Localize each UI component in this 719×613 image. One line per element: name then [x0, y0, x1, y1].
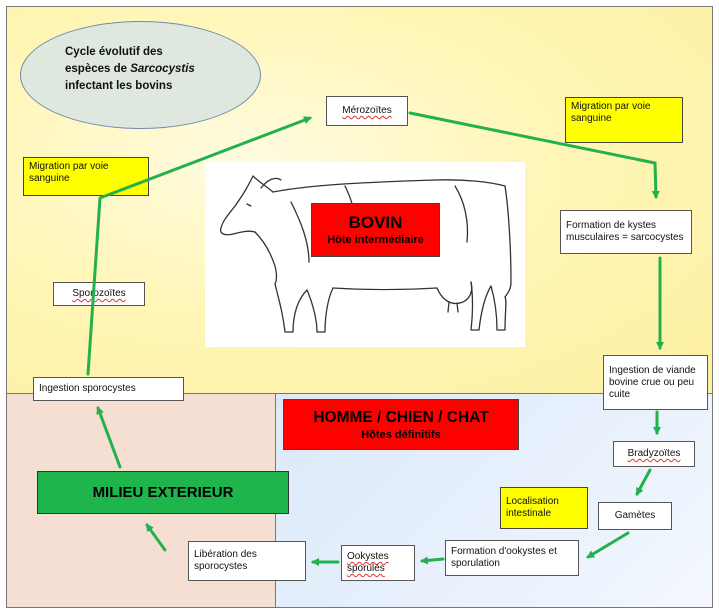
sporozoites-text: Sporozoïtes	[72, 288, 126, 299]
liberation-text: Libération des sporocystes	[194, 549, 257, 572]
migration-right-text: Migration par voie sanguine	[571, 101, 651, 124]
external-environment-label: MILIEU EXTERIEUR	[37, 471, 289, 514]
bradyzoites-text: Bradyzoïtes	[627, 448, 681, 459]
title-ellipse	[20, 21, 261, 129]
environment-text: MILIEU EXTERIEUR	[92, 483, 234, 501]
ingestion-viande-text: Ingestion de viande bovine crue ou peu c…	[609, 364, 696, 400]
title-line-2-prefix: espèces de	[65, 63, 131, 75]
definitive-host-title: HOMME / CHIEN / CHAT	[313, 408, 489, 426]
stage-merozoites: Mérozoïtes	[326, 96, 408, 126]
migration-left-text: Migration par voie sanguine	[29, 161, 109, 184]
stage-sporozoites: Sporozoïtes	[53, 282, 145, 306]
merozoites-text: Mérozoïtes	[342, 105, 392, 116]
stage-ingestion-viande: Ingestion de viande bovine crue ou peu c…	[603, 355, 708, 410]
title-genus: Sarcocystis	[130, 63, 195, 75]
label-localisation: Localisation intestinale	[500, 487, 588, 529]
stage-kystes: Formation de kystes musculaires = sarcoc…	[560, 210, 692, 254]
bovin-host-label: BOVIN Hôte intermédiaire	[311, 203, 440, 257]
kystes-text: Formation de kystes musculaires = sarcoc…	[566, 220, 684, 243]
definitive-host-subtitle: Hôtes définitifs	[361, 428, 441, 441]
formation-ookystes-text: Formation d'ookystes et sporulation	[451, 546, 557, 569]
title-line-1: Cycle évolutif des	[65, 46, 163, 58]
stage-formation-ookystes: Formation d'ookystes et sporulation	[445, 540, 579, 576]
label-migration-right: Migration par voie sanguine	[565, 97, 683, 143]
stage-liberation: Libération des sporocystes	[188, 541, 306, 581]
definitive-host-label: HOMME / CHIEN / CHAT Hôtes définitifs	[283, 399, 519, 450]
ookystes-text: Ookystes sporulés	[347, 551, 389, 574]
label-migration-left: Migration par voie sanguine	[23, 157, 149, 196]
stage-ingestion-sporocystes: Ingestion sporocystes	[33, 377, 184, 401]
gametes-text: Gamètes	[614, 510, 656, 521]
title-line-3: infectant les bovins	[65, 80, 173, 92]
ingestion-sporocystes-text: Ingestion sporocystes	[39, 383, 136, 394]
diagram-title: Cycle évolutif des espèces de Sarcocysti…	[65, 44, 235, 95]
stage-bradyzoites: Bradyzoïtes	[613, 441, 695, 467]
stage-gametes: Gamètes	[598, 502, 672, 530]
bovin-title: BOVIN	[348, 213, 403, 232]
localisation-text: Localisation intestinale	[506, 496, 559, 519]
bovin-subtitle: Hôte intermédiaire	[327, 234, 424, 246]
title-line-2: espèces de Sarcocystis	[65, 61, 235, 78]
stage-ookystes-sporules: Ookystes sporulés	[341, 545, 415, 581]
